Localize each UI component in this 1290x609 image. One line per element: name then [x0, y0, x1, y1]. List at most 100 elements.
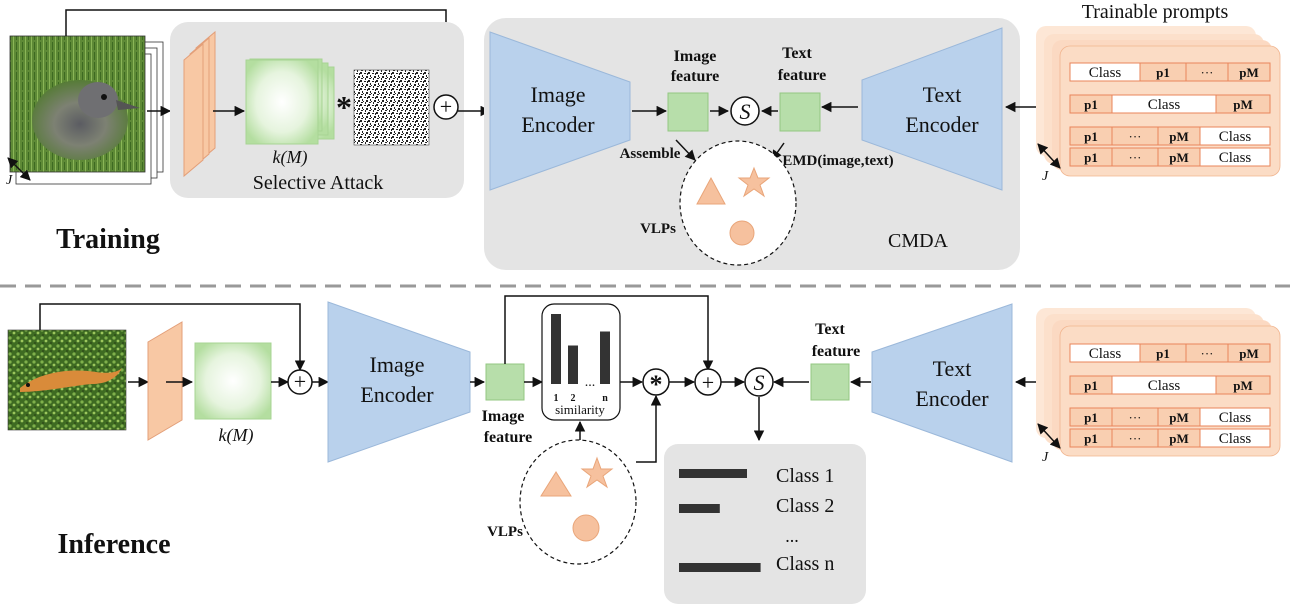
inference-text-feature-line1: Text — [815, 321, 845, 338]
inference-kernel-label: k(M) — [219, 425, 254, 446]
feature-bypass-arrow — [504, 295, 714, 372]
training-text-feature-box — [779, 92, 821, 132]
training-text-encoder-line2: Encoder — [905, 112, 979, 137]
training-text-encoder-line1: Text — [923, 82, 962, 107]
inference-circle-shape — [572, 514, 600, 542]
training-star-shape — [737, 166, 771, 198]
inference-prompt-token: p1 — [1084, 431, 1098, 446]
inference-prompt-token: pM — [1233, 378, 1253, 393]
convolution-star-icon: * — [336, 89, 352, 125]
training-prompt-cell — [1199, 147, 1271, 167]
similarity-bar-tick: 1 — [554, 393, 559, 404]
inference-title: Inference — [58, 529, 171, 560]
training-prompt-cell — [1199, 126, 1271, 146]
inference-star-shape — [580, 456, 614, 489]
training-section: J k(M) Selective Attack * + Image Encod — [6, 1, 1281, 270]
inference-prompt-token: p1 — [1156, 346, 1170, 361]
inference-prompt-token: Class — [1148, 378, 1181, 394]
training-kernel-label: k(M) — [273, 147, 308, 168]
salamander-body — [20, 368, 122, 392]
result-ellipsis: ... — [785, 526, 799, 546]
kernel-mask-stack — [245, 58, 335, 145]
training-image-feature-box — [667, 92, 709, 132]
inference-image-feature-line2: feature — [484, 429, 533, 446]
inference-triangle-shape — [540, 471, 572, 497]
inference-skip-arrow — [39, 303, 306, 372]
svg-text:S: S — [754, 370, 765, 395]
inference-prompt-token: Class — [1089, 346, 1122, 362]
inference-prompt-cell — [1215, 375, 1271, 395]
result-class-2: Class 2 — [776, 495, 834, 517]
training-input-images — [9, 35, 164, 185]
training-image-encoder-line2: Encoder — [521, 112, 595, 137]
inference-prompt-token: Class — [1219, 431, 1252, 447]
training-prompt-token: Class — [1148, 97, 1181, 113]
conv-layers — [183, 30, 216, 178]
training-similarity-icon — [730, 96, 760, 126]
inference-image-encoder-line1: Image — [370, 352, 425, 377]
training-image-feature-line1: Image — [674, 48, 717, 65]
result-score-bar — [679, 563, 761, 572]
similarity-bar — [568, 345, 578, 384]
inference-prompt-cell — [1199, 407, 1271, 427]
inference-kernel-mask — [194, 342, 272, 420]
training-text-feature-line1: Text — [782, 45, 812, 62]
svg-text:+: + — [294, 369, 306, 394]
inference-text-encoder-line1: Text — [933, 356, 972, 381]
training-prompt-token: p1 — [1084, 97, 1098, 112]
inference-conv-layer — [147, 321, 183, 441]
inference-vlps-ellipse — [519, 439, 637, 565]
inference-prompt-token: Class — [1219, 410, 1252, 426]
emd-label: EMD(image,text) — [782, 153, 893, 169]
add-operator-icon — [433, 94, 459, 120]
bar-ellipsis: ... — [585, 375, 596, 390]
inference-text-feature-line2: feature — [812, 343, 861, 360]
svg-text:+: + — [440, 94, 452, 119]
inference-text-encoder-line2: Encoder — [915, 386, 989, 411]
training-image-encoder — [489, 31, 631, 191]
training-prompt-token: Class — [1219, 150, 1252, 166]
similarity-label: similarity — [555, 402, 605, 417]
training-prompt-j-label: J — [1042, 169, 1049, 184]
training-triangle-shape — [696, 176, 726, 205]
training-title: Training — [56, 224, 160, 255]
inference-image-encoder — [327, 301, 471, 463]
result-class-n: Class n — [776, 553, 834, 575]
cmda-label: CMDA — [888, 230, 949, 252]
trainable-prompts-label: Trainable prompts — [1082, 1, 1229, 23]
inference-text-encoder — [871, 303, 1013, 463]
training-prompt-token: p1 — [1084, 129, 1098, 144]
training-prompt-token: pM — [1169, 150, 1189, 165]
inference-image-feature-line1: Image — [482, 408, 525, 425]
similarity-bar — [600, 331, 610, 384]
svg-text:+: + — [702, 370, 714, 395]
training-prompt-token: p1 — [1084, 150, 1098, 165]
inference-text-feature-box — [810, 363, 850, 401]
result-class-1: Class 1 — [776, 465, 834, 487]
selective-attack-label: Selective Attack — [253, 172, 384, 194]
inference-prompt-token: ··· — [1129, 431, 1142, 446]
result-bars — [679, 469, 761, 572]
inference-prompt-token: pM — [1169, 431, 1189, 446]
result-score-bar — [679, 504, 720, 513]
inference-vlps-label: VLPs — [487, 524, 523, 540]
similarity-bar — [551, 314, 561, 384]
inference-prompt-token: p1 — [1084, 410, 1098, 425]
inference-prompt-j-label: J — [1042, 450, 1049, 465]
training-prompt-token: ··· — [1129, 150, 1142, 165]
inference-prompt-token: pM — [1239, 346, 1259, 361]
inference-prompt-cell — [1199, 428, 1271, 448]
training-image-feature-line2: feature — [671, 68, 720, 85]
training-prompt-cell — [1227, 62, 1271, 82]
svg-text:S: S — [740, 99, 751, 124]
similarity-bar-tick: 2 — [571, 393, 576, 404]
svg-text:*: * — [650, 370, 663, 399]
result-score-bar — [679, 469, 747, 478]
training-prompt-token: p1 — [1156, 65, 1170, 80]
noise-pattern — [353, 69, 430, 146]
inference-image-feature-box — [485, 363, 525, 401]
inference-prompt-token: ··· — [1201, 346, 1214, 361]
